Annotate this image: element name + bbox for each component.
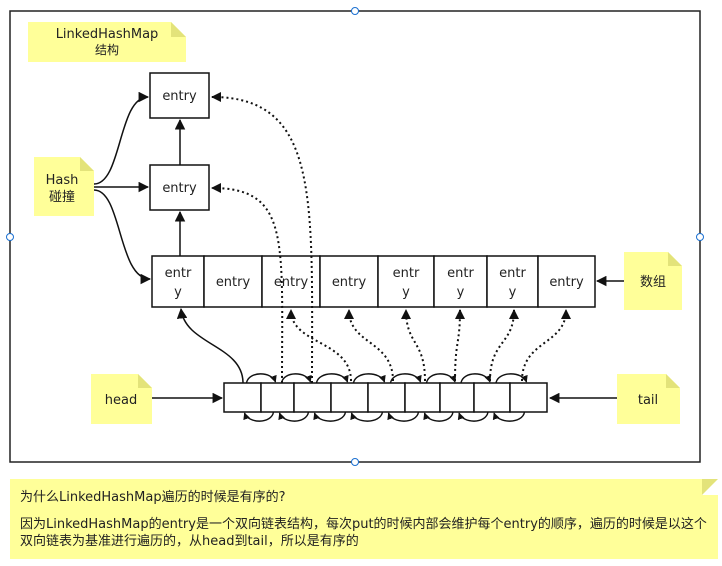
list-node-1[interactable] — [260, 382, 295, 413]
array-entry-0[interactable]: entr y — [151, 255, 205, 308]
list-node-2[interactable] — [293, 382, 332, 413]
array-entry-label: entr — [393, 266, 420, 281]
title-note-line1: LinkedHashMap — [56, 27, 159, 42]
list-prev-link — [387, 411, 420, 422]
dotted-link-to-array-0 — [286, 309, 352, 382]
array-entry-label: entr — [447, 266, 474, 281]
dotted-link-to-array-5 — [521, 309, 571, 382]
array-entry-label: entr — [165, 266, 192, 281]
array-entry-label-cont: y — [174, 285, 182, 300]
list-prev-link — [350, 411, 384, 422]
list-prev-link — [423, 411, 454, 422]
hash-note-line2: 碰撞 — [49, 190, 75, 205]
dotted-link-to-array-2 — [401, 309, 426, 382]
list-node-4[interactable] — [367, 382, 406, 413]
list-next-link — [425, 373, 457, 384]
array-note-label: 数组 — [640, 275, 666, 290]
array-entry-5[interactable]: entr y — [433, 255, 488, 308]
array-entry-3[interactable]: entry — [319, 255, 379, 308]
array-entry-label-cont: y — [457, 285, 465, 300]
resize-handle-bottom[interactable] — [351, 458, 359, 466]
list-next-link — [280, 373, 312, 384]
list-prev-link — [313, 411, 347, 422]
array-entry-7[interactable]: entry — [537, 255, 596, 308]
linked-list-row — [223, 373, 548, 422]
list-next-link — [460, 373, 492, 384]
array-entry-label: entr — [499, 266, 526, 281]
resize-handle-left[interactable] — [6, 233, 14, 241]
array-entry-label-cont: y — [402, 285, 410, 300]
array-entry-4[interactable]: entr y — [377, 255, 435, 308]
explanation-note-fold — [702, 479, 718, 495]
head-note[interactable]: head — [91, 374, 152, 424]
resize-handle-top[interactable] — [351, 7, 359, 15]
list-node-6[interactable] — [439, 382, 475, 413]
chain-entry-top[interactable]: entry — [149, 72, 210, 119]
dotted-link-to-chain-top — [211, 92, 314, 384]
tail-note-label: tail — [638, 393, 658, 408]
list-node-8[interactable] — [509, 382, 548, 413]
array-entry-2[interactable]: entry — [261, 255, 321, 308]
hash-collision-note[interactable]: Hash 碰撞 — [34, 157, 94, 216]
array-entry-6[interactable]: entr y — [486, 255, 539, 308]
chain-entry-middle-label: entry — [162, 181, 197, 196]
explanation-question: 为什么LinkedHashMap遍历的时候是有序的? — [20, 490, 286, 505]
title-note-line2: 结构 — [95, 42, 119, 57]
array-entry-label-cont: y — [509, 285, 517, 300]
dotted-link-to-array-4 — [489, 309, 519, 382]
dotted-link-to-array-3 — [454, 309, 465, 382]
list-node-3[interactable] — [330, 382, 369, 413]
head-note-label: head — [105, 393, 137, 408]
list-node-0[interactable] — [223, 382, 262, 413]
list-prev-link — [457, 411, 489, 422]
array-entry-label: entry — [216, 275, 251, 290]
array-entry-label: entry — [274, 275, 309, 290]
explanation-answer: 因为LinkedHashMap的entry是一个双向链表结构，每次put的时候内… — [20, 517, 707, 549]
list-next-link — [352, 373, 386, 384]
resize-handle-right[interactable] — [696, 233, 704, 241]
list-to-first-entry-arrow — [176, 307, 244, 384]
list-next-link — [315, 373, 349, 384]
array-entry-label: entry — [332, 275, 367, 290]
chain-entry-top-label: entry — [162, 89, 197, 104]
dotted-array-links — [286, 309, 571, 382]
hash-note-line1: Hash — [46, 173, 79, 188]
list-next-link — [245, 373, 277, 384]
hash-arrow-bottom — [93, 189, 152, 285]
explanation-note-text: 为什么LinkedHashMap遍历的时候是有序的? 因为LinkedHashM… — [20, 489, 710, 550]
array-note[interactable]: 数组 — [624, 252, 682, 310]
chain-entry-middle[interactable]: entry — [149, 164, 210, 211]
list-node-5[interactable] — [404, 382, 441, 413]
list-next-link — [495, 373, 528, 384]
dotted-link-to-array-1 — [344, 309, 394, 382]
explanation-note[interactable] — [10, 479, 718, 559]
list-node-7[interactable] — [473, 382, 511, 413]
list-prev-link — [278, 411, 310, 422]
list-prev-link — [243, 411, 275, 422]
list-prev-link — [492, 411, 526, 422]
title-note[interactable]: LinkedHashMap 结构 — [28, 22, 186, 62]
tail-note[interactable]: tail — [617, 374, 680, 424]
array-entry-1[interactable]: entry — [203, 255, 263, 308]
hash-arrow-top — [93, 91, 150, 185]
list-next-link — [389, 373, 422, 384]
dotted-link-to-chain-middle — [211, 183, 284, 384]
array-entry-label: entry — [549, 275, 584, 290]
